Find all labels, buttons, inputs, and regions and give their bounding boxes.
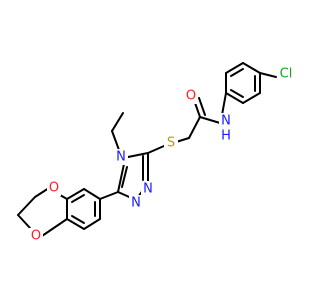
dioxepine-oxygen-bottom-atom: O — [29, 228, 43, 244]
carbonyl-oxygen-atom: O — [184, 88, 198, 104]
triazole-n4-atom: N — [114, 149, 128, 165]
atom-label-n4: N — [116, 150, 126, 165]
bond — [83, 188, 101, 200]
atom-label-o-top: O — [49, 181, 59, 196]
bond — [242, 92, 261, 104]
bond — [198, 97, 206, 116]
bond — [111, 112, 124, 132]
dioxepine-oxygen-top-atom: O — [47, 180, 61, 196]
bond — [83, 218, 101, 230]
bond — [66, 218, 85, 230]
bond — [225, 92, 244, 104]
atom-label-h-amide: H — [221, 129, 231, 144]
bond — [225, 62, 244, 74]
bond — [34, 187, 50, 198]
bond — [259, 72, 277, 78]
atom-label-s: S — [167, 136, 175, 151]
chlorine-atom: Cl — [277, 66, 295, 82]
atom-label-n-amide: N — [221, 114, 231, 129]
atom-label-o-carbonyl: O — [186, 89, 196, 104]
bond — [117, 163, 125, 193]
atom-label-cl: Cl — [280, 67, 293, 82]
bond — [127, 152, 149, 158]
bond — [71, 215, 85, 224]
bond — [111, 130, 120, 151]
bond — [17, 196, 36, 216]
bond — [188, 116, 201, 139]
bond — [99, 191, 119, 200]
bonds — [17, 62, 277, 237]
bond — [71, 194, 85, 203]
bond — [147, 145, 165, 154]
bond — [221, 92, 227, 116]
triazole-n1-atom: N — [129, 195, 143, 211]
atom-label-n1: N — [131, 196, 141, 211]
sulfur-atom: S — [164, 135, 178, 151]
atom-label-n2: N — [143, 182, 153, 197]
bond — [121, 166, 128, 188]
bond — [230, 89, 244, 98]
bond — [59, 194, 68, 200]
bond — [66, 188, 85, 200]
structure-canvas: Cl O N H S N N N O — [17, 62, 295, 244]
bond — [17, 214, 31, 229]
bond — [242, 62, 261, 74]
bond — [175, 137, 190, 143]
bond — [199, 116, 221, 124]
atom-label-o-bottom: O — [31, 229, 41, 244]
atom-labels: Cl O N H S N N N O — [29, 66, 295, 244]
triazole-n2-atom: N — [141, 181, 155, 197]
bond — [41, 218, 68, 237]
amide-nitrogen-atom: N H — [219, 113, 233, 144]
bond — [230, 68, 244, 77]
molecule-diagram: Cl O N H S N N N O — [17, 62, 295, 244]
